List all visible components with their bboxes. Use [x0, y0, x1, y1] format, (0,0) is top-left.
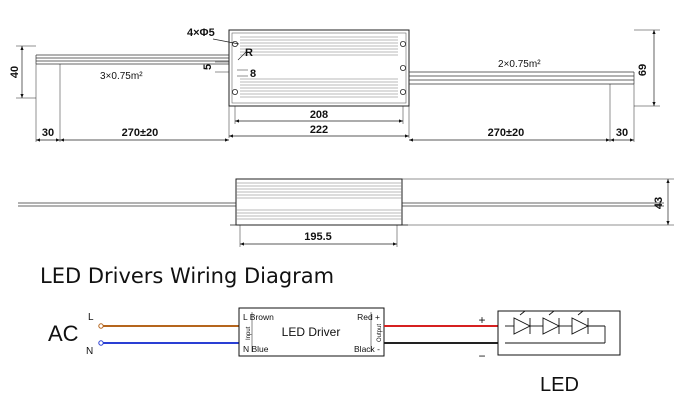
line-label: L — [88, 312, 94, 323]
right-output-wires — [409, 71, 635, 85]
led-string — [505, 310, 606, 344]
side-view: 195.5 43 — [18, 178, 674, 247]
height-right-label: 69 — [637, 64, 649, 76]
input-brown-label: L Brown — [243, 312, 274, 322]
driver-housing-top — [228, 29, 410, 107]
dim-length-label: 195.5 — [304, 231, 332, 243]
driver-housing-side — [235, 178, 403, 226]
output-black-label: Black - — [354, 344, 380, 354]
output-red-label: Red + — [357, 312, 380, 322]
dim-right-wire-label: 270±20 — [488, 127, 525, 139]
heatsink-fins-top — [240, 36, 398, 98]
output-tag: Output — [377, 324, 383, 342]
left-input-wires — [35, 54, 229, 65]
minus-sign: − — [478, 349, 485, 363]
dim-left-lead-label: 30 — [42, 127, 54, 139]
dim-height-label: 43 — [653, 197, 665, 209]
dim-222-label: 222 — [310, 124, 328, 136]
wire-spec-left: 3×0.75m² — [100, 71, 143, 82]
small-dim-5: 5 — [202, 64, 214, 70]
wire-spec-right: 2×0.75m² — [498, 59, 541, 70]
dim-right-lead-label: 30 — [616, 127, 628, 139]
driver-name: LED Driver — [282, 325, 341, 339]
small-dim-8: 8 — [250, 68, 256, 80]
wiring-title: LED Drivers Wiring Diagram — [40, 264, 334, 288]
hole-spec-label: 4×Φ5 — [187, 27, 215, 39]
input-blue-label: N Blue — [243, 344, 269, 354]
input-tag: Input — [246, 326, 252, 340]
neutral-label: N — [86, 346, 93, 357]
led-driver-box — [238, 307, 385, 357]
top-view: 40 69 3×0.75m² 2×0.75m² 4×Φ5 R 5 8 208 — [9, 27, 660, 142]
dim-left-wire-label: 270±20 — [122, 127, 159, 139]
height-left-label: 40 — [9, 66, 21, 78]
dim-208-label: 208 — [310, 109, 328, 121]
wiring-diagram: LED Drivers Wiring Diagram AC L N L Brow… — [40, 264, 621, 396]
ac-label: AC — [48, 321, 79, 346]
radius-label: R — [245, 47, 253, 59]
plus-sign: + — [478, 313, 485, 327]
led-label: LED — [540, 374, 579, 396]
